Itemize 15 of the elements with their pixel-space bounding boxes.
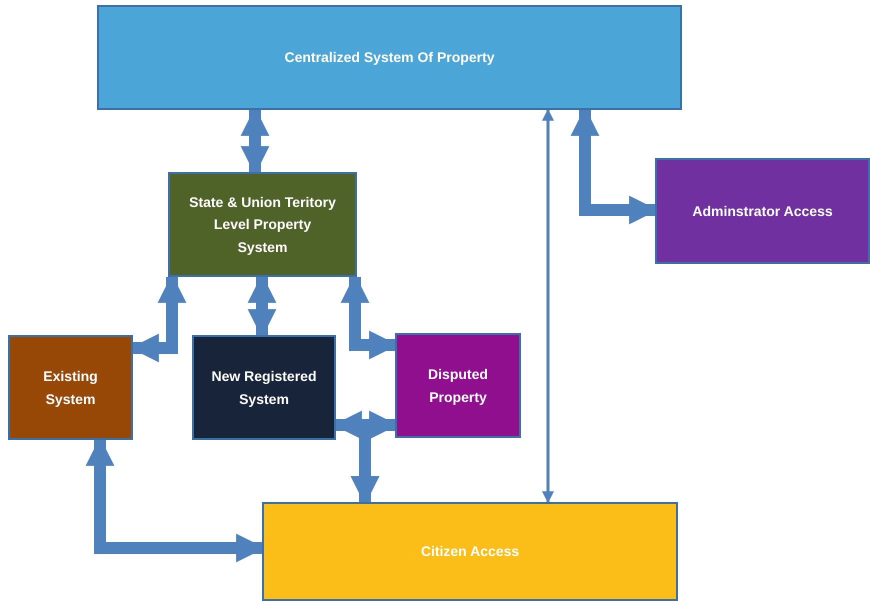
double-arrow bbox=[542, 108, 554, 504]
box-label: State & Union Teritory Level Property System bbox=[188, 192, 337, 257]
box-label: New Registered System bbox=[210, 367, 318, 409]
process-box bbox=[97, 5, 682, 110]
process-box bbox=[192, 335, 336, 440]
process-box bbox=[262, 502, 678, 601]
process-box bbox=[8, 335, 133, 440]
box-label: Existing System bbox=[42, 367, 99, 409]
process-box bbox=[168, 172, 357, 277]
box-label: Adminstrator Access bbox=[692, 202, 833, 221]
box-label: Centralized System Of Property bbox=[284, 48, 495, 68]
process-box bbox=[395, 333, 521, 438]
process-box bbox=[655, 158, 870, 264]
box-label: Citizen Access bbox=[420, 542, 520, 562]
box-label: Disputed Property bbox=[427, 365, 489, 407]
